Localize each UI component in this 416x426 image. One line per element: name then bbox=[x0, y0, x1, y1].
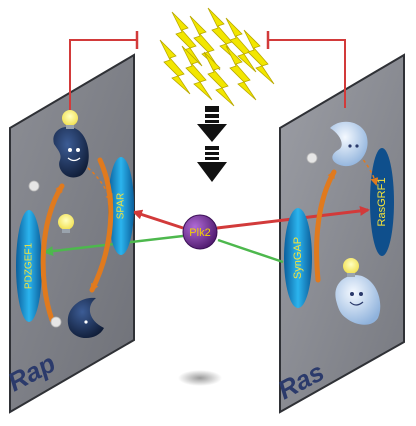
inhibition-line-left bbox=[69, 31, 139, 110]
pdzgef1-label: PDZGEF1 bbox=[24, 243, 35, 290]
rap-inactivation-cycle bbox=[89, 157, 114, 293]
molecule-active-icon bbox=[53, 126, 89, 178]
plk2-hub: Plk2 bbox=[182, 214, 218, 250]
lightbulb-icon bbox=[62, 110, 78, 129]
lightbulb-off-icon bbox=[28, 180, 62, 328]
ras-activation-cycle bbox=[314, 169, 337, 283]
pdzgef1-node: PDZGEF1 bbox=[16, 210, 42, 322]
inhibition-line-right bbox=[266, 31, 346, 108]
rap-dotted-arrow bbox=[87, 167, 114, 202]
spar-node: SPAR bbox=[108, 157, 134, 255]
spar-label: SPAR bbox=[116, 193, 127, 220]
rasgrf1-node: RasGRF1 bbox=[370, 148, 394, 256]
lightning-bolts-icon bbox=[159, 7, 275, 107]
lightbulb-icon bbox=[343, 258, 359, 277]
syngap-label: SynGAP bbox=[292, 237, 304, 279]
rap-panel bbox=[9, 53, 135, 414]
molecule-light-icon bbox=[330, 121, 368, 167]
molecule-ghost-icon bbox=[335, 275, 381, 325]
rasgrf1-label: RasGRF1 bbox=[376, 178, 388, 227]
plk2-label: Plk2 bbox=[189, 227, 210, 239]
syngap-to-plk2-arrow bbox=[217, 238, 284, 264]
syngap-node: SynGAP bbox=[284, 208, 312, 308]
down-arrow-icon bbox=[197, 106, 227, 182]
lightbulb-off-icon bbox=[306, 152, 318, 164]
rap-activation-cycle bbox=[40, 183, 65, 323]
molecule-inactive-icon bbox=[67, 297, 104, 339]
ras-dotted-arrow bbox=[351, 145, 379, 186]
hub-shadow bbox=[178, 370, 222, 386]
lightbulb-icon bbox=[58, 214, 74, 233]
plk2-to-spar-arrow bbox=[132, 209, 184, 230]
